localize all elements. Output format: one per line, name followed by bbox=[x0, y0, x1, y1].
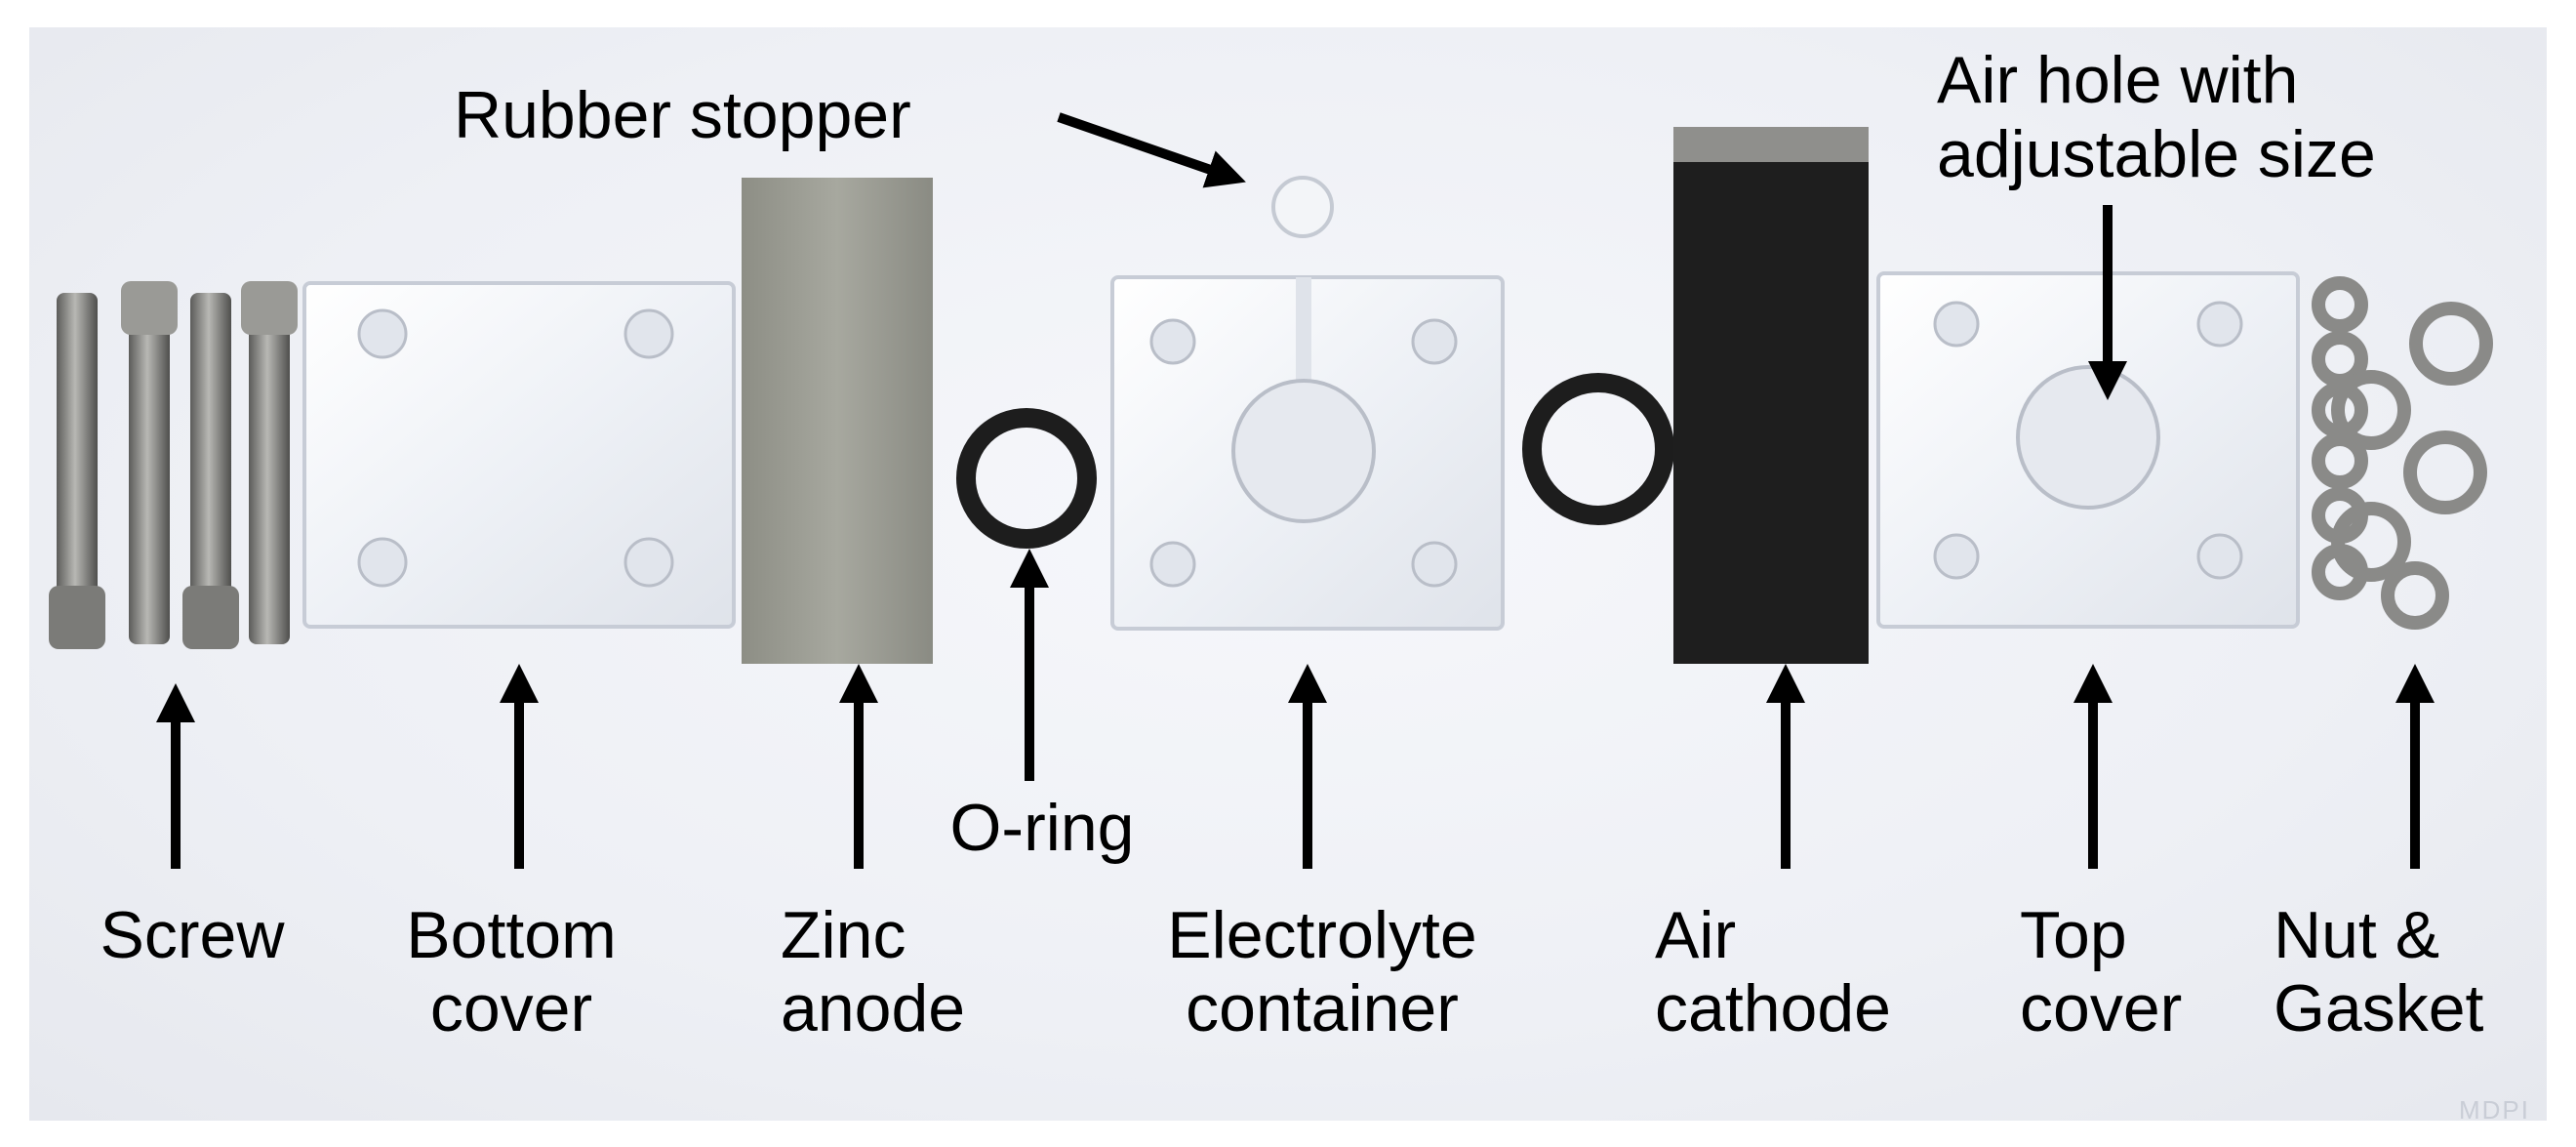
screws bbox=[49, 281, 298, 649]
label-o-ring: O-ring bbox=[949, 791, 1135, 865]
label-screw: Screw bbox=[100, 898, 285, 972]
label-top-cover-2: cover bbox=[2020, 971, 2183, 1045]
label-electrolyte-2: container bbox=[1186, 971, 1459, 1045]
air-cathode-plate bbox=[1673, 127, 1869, 664]
label-air-hole-1: Air hole with bbox=[1937, 43, 2299, 117]
label-bottom-cover-2: cover bbox=[429, 971, 593, 1045]
top-cover-plate bbox=[1876, 271, 2300, 629]
label-top-cover-1: Top bbox=[2020, 898, 2127, 972]
label-zinc-anode-2: anode bbox=[781, 971, 966, 1045]
o-ring-1 bbox=[956, 408, 1097, 549]
label-air-cathode-1: Air bbox=[1655, 898, 1737, 972]
label-nut-1: Nut & bbox=[2274, 898, 2440, 972]
nuts-and-gaskets bbox=[2312, 276, 2493, 630]
zinc-anode-plate bbox=[742, 178, 933, 664]
label-electrolyte-1: Electrolyte bbox=[1167, 898, 1477, 972]
label-air-hole-2: adjustable size bbox=[1937, 117, 2376, 191]
label-air-cathode-2: cathode bbox=[1655, 971, 1891, 1045]
arrows bbox=[156, 112, 2435, 869]
label-zinc-anode-1: Zinc bbox=[781, 898, 906, 972]
label-bottom-cover-1: Bottom bbox=[406, 898, 617, 972]
rubber-stopper bbox=[1271, 176, 1334, 238]
label-rubber-stopper: Rubber stopper bbox=[454, 78, 911, 152]
watermark: MDPI bbox=[2459, 1095, 2530, 1125]
electrolyte-container-block bbox=[1110, 275, 1505, 631]
o-ring-2 bbox=[1522, 373, 1674, 525]
label-nut-2: Gasket bbox=[2274, 971, 2484, 1045]
arrow-rubber-stopper bbox=[1057, 112, 1246, 188]
bottom-cover-plate bbox=[302, 281, 736, 629]
